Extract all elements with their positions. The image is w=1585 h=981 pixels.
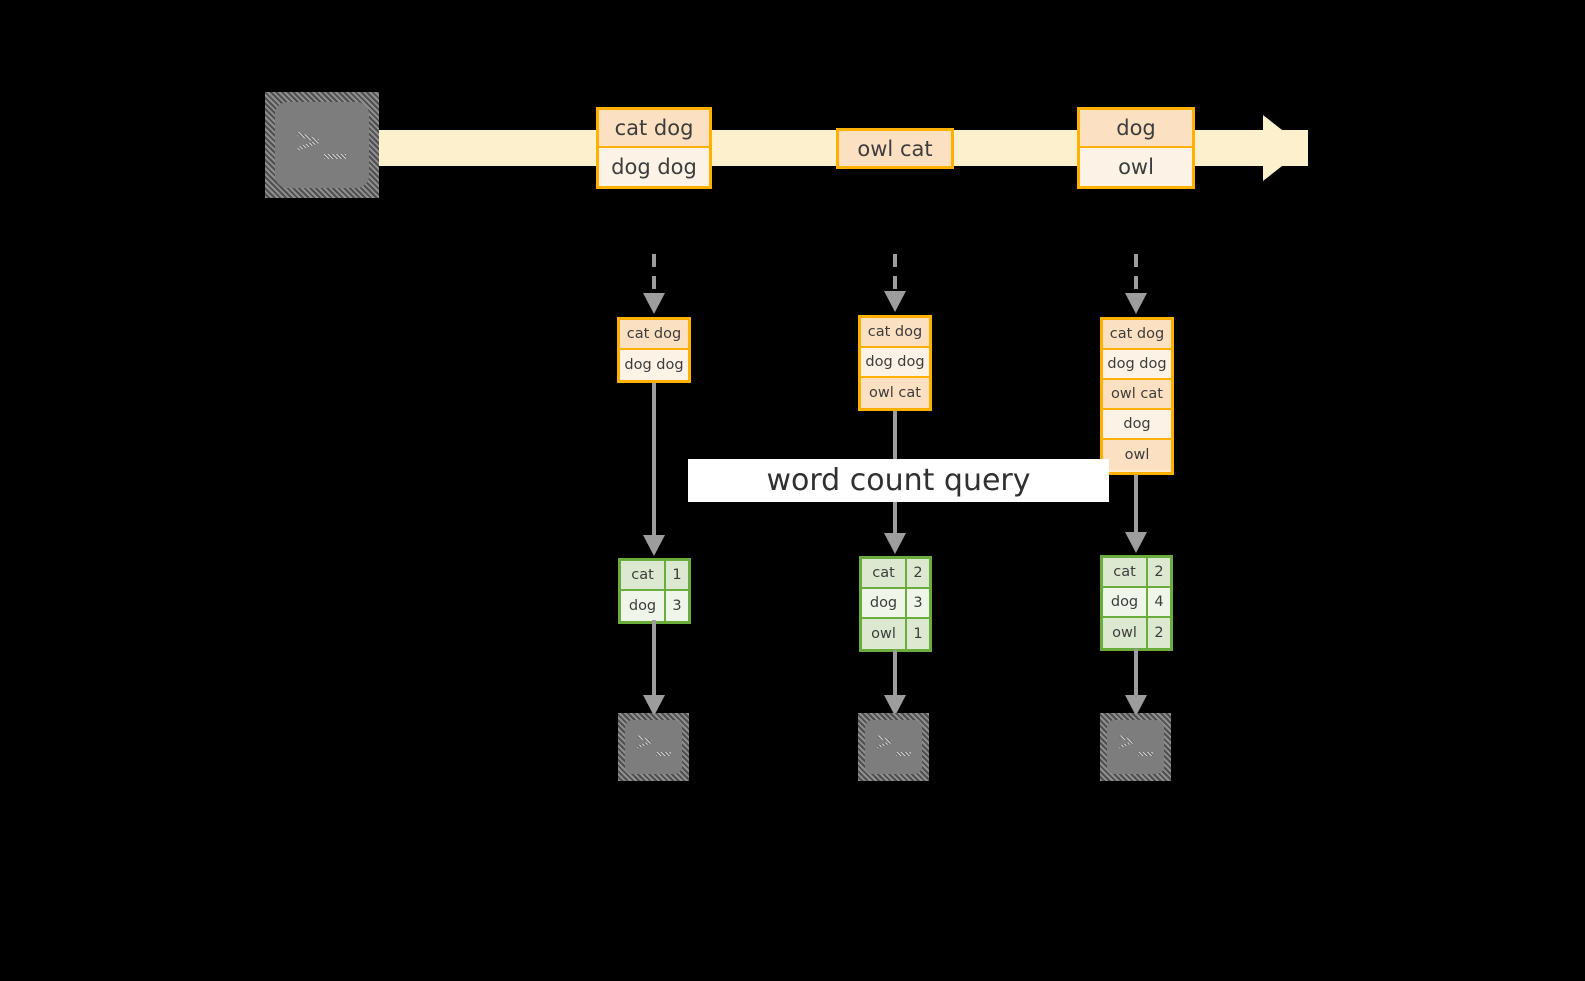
terminal-cursor-icon <box>1138 752 1153 756</box>
event-row: owl <box>1080 148 1192 186</box>
result-table[interactable]: cat 1 dog 3 <box>618 558 691 624</box>
result-word: dog <box>621 591 666 621</box>
input-table[interactable]: cat dog dog dog <box>617 317 691 383</box>
connector-arrowhead <box>643 535 665 556</box>
result-table[interactable]: cat 2 dog 3 owl 1 <box>859 556 932 652</box>
input-table[interactable]: cat dog dog dog owl cat dog owl <box>1100 317 1174 475</box>
result-word: dog <box>1103 588 1148 616</box>
connector-arrowhead <box>1125 293 1147 314</box>
input-row: owl <box>1103 440 1171 470</box>
connector-arrowhead <box>884 695 906 716</box>
terminal-prompt-chevron-icon: > <box>294 121 323 161</box>
event-row: cat dog <box>599 110 709 149</box>
event-row: dog <box>1080 110 1192 149</box>
terminal-body <box>1107 720 1164 774</box>
source-terminal-icon[interactable]: > <box>265 92 379 198</box>
connector-arrowhead <box>1125 695 1147 716</box>
event-row: dog dog <box>599 148 709 186</box>
result-word: owl <box>862 619 907 649</box>
terminal-body <box>625 720 682 774</box>
connector-arrowhead <box>643 695 665 716</box>
stream-to-input-connector <box>652 254 656 296</box>
result-to-sink-connector <box>893 650 897 698</box>
table-row: cat 2 <box>862 559 929 589</box>
result-word: owl <box>1103 618 1148 648</box>
connector-arrowhead <box>884 291 906 312</box>
input-row: dog <box>1103 410 1171 440</box>
result-count: 1 <box>666 561 688 589</box>
query-label: word count query <box>688 459 1109 502</box>
terminal-body <box>865 720 922 774</box>
terminal-prompt-chevron-icon: > <box>1117 729 1137 755</box>
terminal-cursor-icon <box>324 154 346 159</box>
stream-event-box[interactable]: cat dog dog dog <box>596 107 712 189</box>
result-count: 1 <box>907 619 929 649</box>
table-row: dog 3 <box>621 591 688 621</box>
result-word: cat <box>1103 558 1148 586</box>
table-row: dog 3 <box>862 589 929 619</box>
terminal-prompt-chevron-icon: > <box>875 729 895 755</box>
connector-arrowhead <box>884 533 906 554</box>
input-row: owl cat <box>1103 380 1171 410</box>
terminal-cursor-icon <box>656 752 671 756</box>
input-row: dog dog <box>620 350 688 380</box>
stream-event-box[interactable]: dog owl <box>1077 107 1195 189</box>
stream-to-input-connector <box>1134 254 1138 296</box>
sink-terminal-icon[interactable]: > <box>1100 713 1171 781</box>
result-count: 4 <box>1148 588 1170 616</box>
stream-to-input-connector <box>893 254 897 294</box>
table-row: cat 2 <box>1103 558 1170 588</box>
input-row: cat dog <box>861 318 929 348</box>
terminal-body <box>275 102 369 188</box>
result-word: cat <box>862 559 907 587</box>
result-word: cat <box>621 561 666 589</box>
result-count: 3 <box>666 591 688 621</box>
connector-arrowhead <box>1125 532 1147 553</box>
sink-terminal-icon[interactable]: > <box>858 713 929 781</box>
input-to-result-connector <box>1134 475 1138 535</box>
connector-arrowhead <box>643 293 665 314</box>
input-row: owl cat <box>861 378 929 408</box>
input-row: cat dog <box>620 320 688 350</box>
sink-terminal-icon[interactable]: > <box>618 713 689 781</box>
table-row: cat 1 <box>621 561 688 591</box>
input-table[interactable]: cat dog dog dog owl cat <box>858 315 932 411</box>
input-row: dog dog <box>1103 350 1171 380</box>
result-to-sink-connector <box>1134 649 1138 698</box>
input-row: cat dog <box>1103 320 1171 350</box>
terminal-prompt-chevron-icon: > <box>635 729 655 755</box>
result-count: 3 <box>907 589 929 617</box>
table-row: dog 4 <box>1103 588 1170 618</box>
result-count: 2 <box>907 559 929 587</box>
table-row: owl 1 <box>862 619 929 649</box>
terminal-cursor-icon <box>896 752 911 756</box>
result-table[interactable]: cat 2 dog 4 owl 2 <box>1100 555 1173 651</box>
stream-arrowhead <box>1263 115 1305 181</box>
result-to-sink-connector <box>652 620 656 698</box>
event-row: owl cat <box>839 131 951 166</box>
result-count: 2 <box>1148 558 1170 586</box>
result-count: 2 <box>1148 618 1170 648</box>
input-row: dog dog <box>861 348 929 378</box>
input-to-result-connector <box>652 383 656 538</box>
stream-event-box[interactable]: owl cat <box>836 128 954 169</box>
result-word: dog <box>862 589 907 617</box>
table-row: owl 2 <box>1103 618 1170 648</box>
